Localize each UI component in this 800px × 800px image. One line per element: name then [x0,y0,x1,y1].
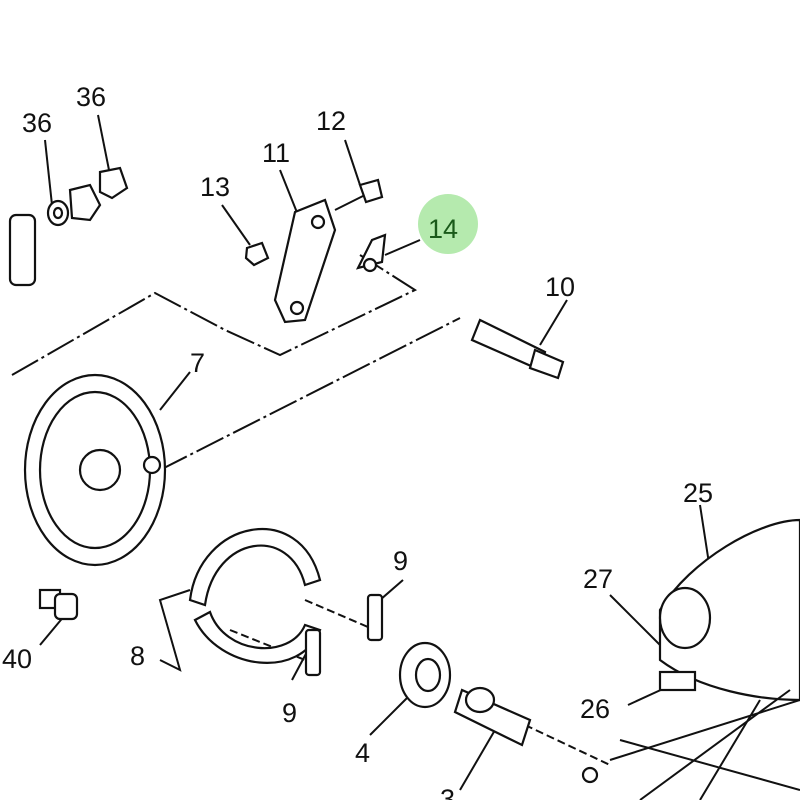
callout-4[interactable]: 4 [355,738,370,768]
callout-12[interactable]: 12 [316,106,346,136]
callout-11[interactable]: 11 [262,138,290,168]
callout-8[interactable]: 8 [130,641,145,671]
callout-36[interactable]: 36 [76,82,106,112]
callout-13[interactable]: 13 [200,172,230,202]
highlight-marker [418,194,478,254]
callout-36[interactable]: 36 [22,108,52,138]
callout-3[interactable]: 3 [440,784,455,800]
callout-26[interactable]: 26 [580,694,610,724]
callout-9[interactable]: 9 [393,546,408,576]
callout-9[interactable]: 9 [282,698,297,728]
parts [8,166,800,800]
callout-40[interactable]: 40 [2,644,32,674]
callout-27[interactable]: 27 [583,564,613,594]
leader-lines [11,114,711,791]
callout-14-highlighted[interactable]: 14 [428,214,458,244]
callout-labels: 36 36 12 11 13 14 10 7 25 27 9 9 8 40 26… [2,82,713,800]
callout-25[interactable]: 25 [683,478,713,508]
callout-10[interactable]: 10 [545,272,575,302]
callout-7[interactable]: 7 [190,348,205,378]
